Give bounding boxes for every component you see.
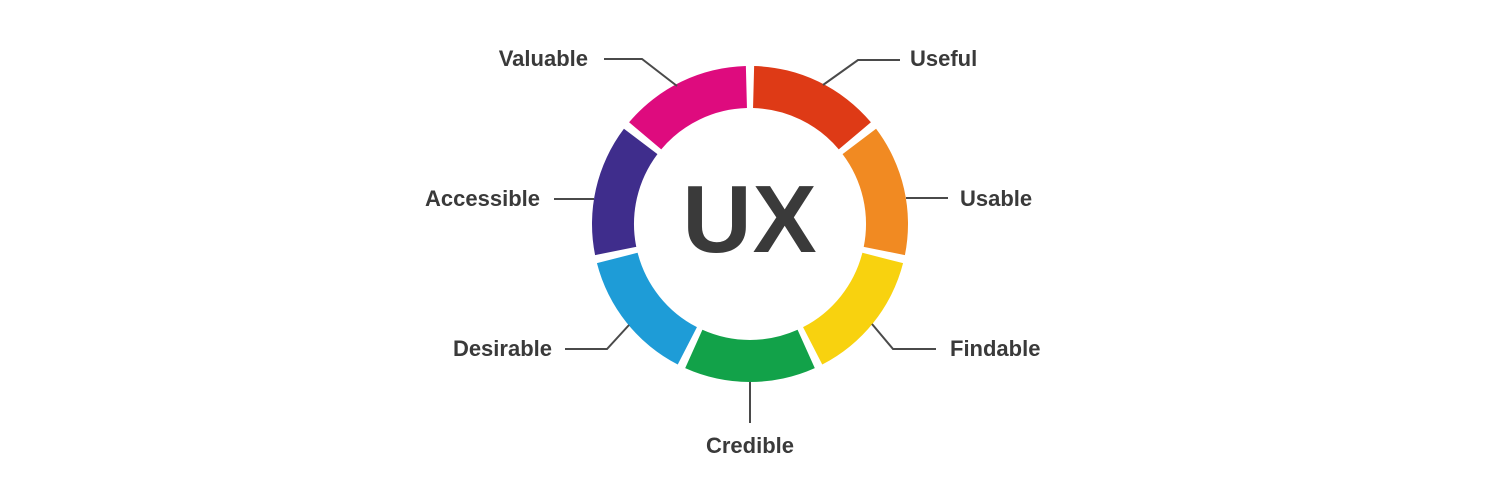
segment-label-usable: Usable bbox=[960, 186, 1033, 211]
center-ux-label: UX bbox=[682, 166, 818, 273]
segment-usable bbox=[842, 128, 909, 256]
leader-line-valuable bbox=[604, 58, 678, 87]
segment-accessible bbox=[591, 128, 658, 256]
segment-useful bbox=[753, 66, 871, 150]
leader-line-desirable bbox=[565, 324, 630, 350]
leader-lines bbox=[554, 58, 948, 423]
segment-label-useful: Useful bbox=[910, 46, 978, 71]
segment-label-valuable: Valuable bbox=[498, 46, 588, 71]
leader-line-findable bbox=[871, 323, 936, 350]
segment-valuable bbox=[629, 66, 747, 150]
segment-label-desirable: Desirable bbox=[452, 336, 552, 361]
segment-label-credible: Credible bbox=[705, 433, 795, 458]
segment-credible bbox=[685, 329, 815, 382]
segment-label-accessible: Accessible bbox=[425, 186, 540, 211]
leader-line-useful bbox=[822, 59, 900, 86]
donut-segments bbox=[591, 66, 909, 382]
segment-desirable bbox=[596, 252, 697, 365]
segment-label-findable: Findable bbox=[950, 336, 1041, 361]
segment-findable bbox=[803, 252, 904, 365]
